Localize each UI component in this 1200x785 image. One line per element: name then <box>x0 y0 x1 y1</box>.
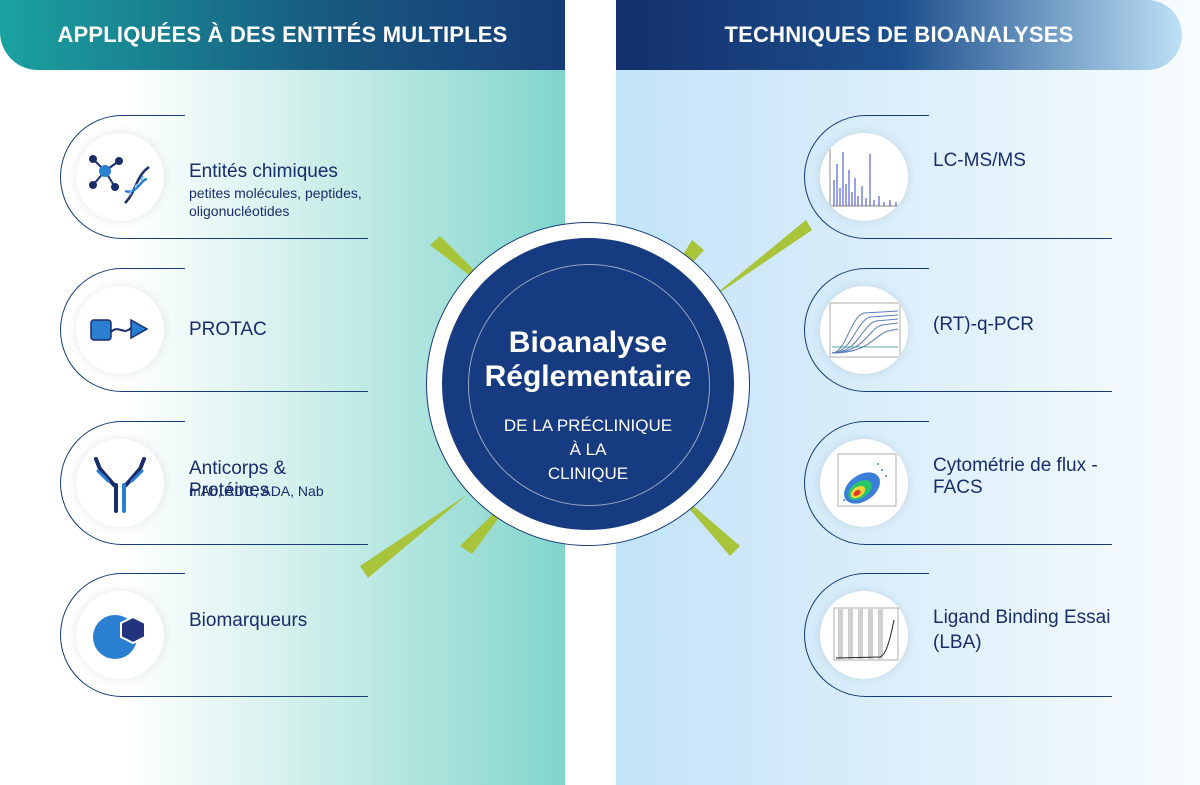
technique-card-lba: Ligand Binding Essai (LBA) <box>804 573 1114 697</box>
center-title: Bioanalyse Réglementaire <box>442 326 734 394</box>
mass-spectrum-thumbnail <box>829 148 900 207</box>
technique-title: LC-MS/MS <box>933 150 1026 171</box>
entity-card-antibody: Anticorps & Protéines mAb, ADC, ADA, Nab <box>60 421 370 545</box>
card-icon-circle <box>76 591 164 679</box>
entity-card-chemical: Entités chimiques petites molécules, pep… <box>60 115 370 239</box>
entity-title: Entités chimiques <box>189 161 338 182</box>
center-title-line: Bioanalyse <box>508 326 668 359</box>
left-panel-header: APPLIQUÉES À DES ENTITÉS MULTIPLES <box>0 0 565 70</box>
card-underline <box>122 696 368 697</box>
right-panel-header: TECHNIQUES DE BIOANALYSES <box>616 0 1182 70</box>
card-icon-circle <box>820 591 908 679</box>
center-subtitle-line: À LA <box>569 440 607 459</box>
card-underline <box>122 544 368 545</box>
technique-card-pcr: (RT)-q-PCR <box>804 268 1114 392</box>
card-underline <box>122 391 368 392</box>
entity-card-protac: PROTAC <box>60 268 370 392</box>
accent-beam <box>360 494 468 578</box>
technique-card-lcms: LC-MS/MS <box>804 115 1114 239</box>
molecule-dna-icon <box>89 155 150 204</box>
card-icon-circle <box>820 133 908 221</box>
entity-subtitle-line: petites molécules, peptides, <box>189 185 362 201</box>
center-inner-ring <box>468 264 710 506</box>
card-icon-circle <box>76 133 164 221</box>
entity-subtitle-line: oligonucléotides <box>189 203 290 219</box>
card-underline <box>866 391 1112 392</box>
technique-title: (RT)-q-PCR <box>933 314 1034 335</box>
technique-card-facs: Cytométrie de flux - FACS <box>804 421 1114 545</box>
card-underline <box>866 696 1112 697</box>
binding-curve-thumbnail <box>833 607 899 661</box>
card-underline <box>866 544 1112 545</box>
entity-title: Anticorps & Protéines <box>189 458 287 501</box>
technique-title: Cytométrie de flux - FACS <box>933 455 1098 498</box>
biomarker-icon <box>93 615 146 659</box>
entity-subtitle-line: mAb, ADC, ADA, Nab <box>189 483 324 499</box>
protac-icon <box>90 318 149 341</box>
entity-card-biomarker: Biomarqueurs <box>60 573 370 697</box>
card-icon-circle <box>820 439 908 527</box>
center-subtitle-line: CLINIQUE <box>547 464 629 483</box>
entity-title: PROTAC <box>189 319 267 340</box>
card-icon-circle <box>76 439 164 527</box>
technique-title: (LBA) <box>933 632 982 653</box>
center-subtitle-line: DE LA PRÉCLINIQUE <box>503 416 673 435</box>
card-icon-circle <box>820 286 908 374</box>
card-icon-circle <box>76 286 164 374</box>
card-underline <box>122 238 368 239</box>
card-underline <box>866 238 1112 239</box>
flow-cytometry-thumbnail <box>837 453 897 507</box>
center-subtitle: DE LA PRÉCLINIQUE À LA CLINIQUE <box>470 414 706 486</box>
pcr-curve-thumbnail <box>829 302 901 358</box>
entity-title: Biomarqueurs <box>189 610 308 631</box>
technique-title: Ligand Binding Essai <box>933 607 1111 628</box>
accent-beam <box>706 220 812 302</box>
center-title-line: Réglementaire <box>484 360 692 393</box>
antibody-icon <box>94 457 146 513</box>
